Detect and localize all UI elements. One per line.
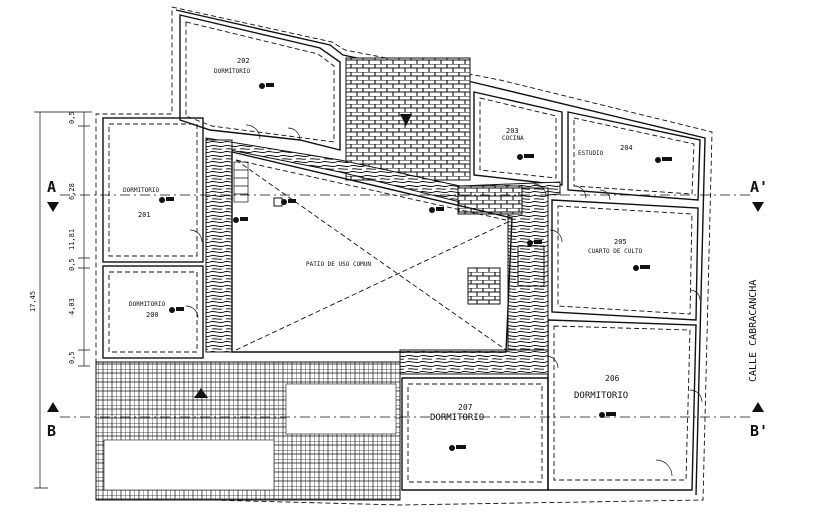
stair-icon xyxy=(233,161,249,203)
dim-1: 0,5 xyxy=(68,111,76,124)
patio-outline xyxy=(231,151,513,353)
room-203-name: COCINA xyxy=(502,135,524,142)
room-207-walls xyxy=(401,377,549,491)
room-204-walls xyxy=(567,111,701,201)
section-line-b xyxy=(47,402,764,418)
door-swings xyxy=(185,124,703,477)
room-207-name: DORMITORIO xyxy=(430,413,484,423)
level-marker-icon xyxy=(400,114,412,126)
room-203-number: 203 xyxy=(506,127,519,135)
stair-block xyxy=(467,267,501,305)
dim-6: 0,5 xyxy=(68,351,76,364)
patio-name: PATIO DE USO COMUN xyxy=(306,261,371,268)
dim-5: 4,03 xyxy=(68,298,76,315)
room-205-name: CUARTO DE CULTO xyxy=(588,248,643,255)
section-a-left: A xyxy=(47,178,56,196)
dim-2: 6,28 xyxy=(68,183,76,200)
dim-3: 11,81 xyxy=(68,229,76,250)
level-marks xyxy=(159,83,672,451)
room-204-number: 204 xyxy=(620,144,633,152)
room-206-name: DORMITORIO xyxy=(574,391,628,401)
stair-block-right xyxy=(517,245,545,287)
room-206-number: 206 xyxy=(605,374,620,383)
room-202-walls xyxy=(179,14,341,151)
wood-corridor-west xyxy=(205,139,233,353)
dim-total: 17,45 xyxy=(29,291,37,312)
section-b-right: B' xyxy=(750,422,768,440)
dim-4: 0,5 xyxy=(68,258,76,271)
room-205-walls xyxy=(551,199,699,321)
room-204-name: ESTUDIO xyxy=(578,150,604,157)
lower-open-area xyxy=(103,439,275,491)
lower-open-area-2 xyxy=(285,383,397,435)
room-201-walls xyxy=(102,117,204,263)
room-203-walls xyxy=(473,91,563,186)
section-line-a xyxy=(47,194,764,212)
room-202-number: 202 xyxy=(237,57,250,65)
room-201-name: DORMITORIO xyxy=(123,187,160,194)
section-b-left: B xyxy=(47,422,56,440)
room-200-number: 200 xyxy=(146,311,159,319)
brick-strip xyxy=(457,185,523,215)
wood-corridor-south xyxy=(399,349,549,375)
room-207-number: 207 xyxy=(458,403,473,412)
room-206-walls xyxy=(547,319,697,491)
room-201-number: 201 xyxy=(138,211,151,219)
room-200-name: DORMITORIO xyxy=(129,301,166,308)
room-205-number: 205 xyxy=(614,238,627,246)
dimension-lines xyxy=(34,111,92,489)
room-202-name: DORMITORIO xyxy=(214,68,251,75)
level-marker-icon-2 xyxy=(194,388,208,398)
section-a-right: A' xyxy=(750,178,768,196)
street-name: CALLE CABRACANCHA xyxy=(748,280,759,382)
room-200-walls xyxy=(102,265,204,359)
